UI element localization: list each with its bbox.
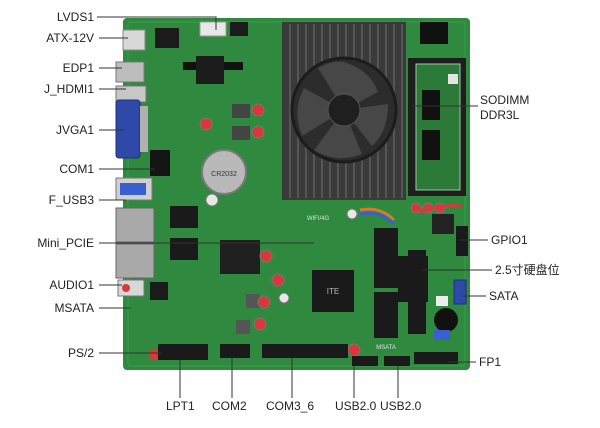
label-edp1: EDP1 [62, 61, 94, 75]
label-atx-12v: ATX-12V [46, 31, 94, 45]
label-com3-6: COM3_6 [266, 399, 315, 413]
msata-silkscreen: MSATA [376, 345, 396, 351]
label-lpt1: LPT1 [166, 399, 195, 413]
label-f-usb3: F_USB3 [48, 193, 94, 207]
gpio-header [456, 226, 468, 256]
atx-12v-connector [122, 29, 146, 51]
usb2-header-1 [352, 356, 378, 366]
label-lvds1: LVDS1 [56, 10, 94, 24]
label-usb2-2: USB2.0 [380, 399, 422, 413]
audio-connector [117, 279, 145, 297]
lvds-connector [199, 21, 227, 37]
msata-slot [374, 292, 398, 338]
label-com2: COM2 [212, 399, 247, 413]
label-msata: MSATA [54, 301, 94, 315]
lpt-header [158, 344, 208, 360]
fan-cable [359, 207, 396, 222]
label-sodimm: SODIMM [480, 93, 530, 107]
hdd-connector [408, 250, 426, 334]
label-fp1: FP1 [479, 355, 502, 369]
edp-connector [115, 61, 145, 83]
label-com1: COM1 [59, 162, 94, 176]
wifi-silkscreen: WIFI/4G [307, 216, 330, 222]
battery-text: CR2032 [211, 171, 237, 178]
label-j-hdmi1: J_HDMI1 [43, 82, 94, 96]
cmos-battery [201, 149, 247, 195]
lan-connector-1 [115, 207, 155, 243]
mini-pcie-slot [374, 228, 398, 288]
usb2-header-2 [384, 356, 410, 366]
label-mini-pcie: Mini_PCIE [37, 236, 94, 250]
lan-connector-2 [115, 243, 155, 279]
com1-connector [150, 150, 170, 176]
fp-header [414, 352, 458, 364]
label-gpio1: GPIO1 [491, 233, 528, 247]
sata-connector [453, 279, 467, 305]
vga-connector [115, 99, 141, 159]
ite-chip [312, 270, 354, 312]
label-ps2: PS/2 [67, 346, 94, 360]
label-hdd-bay: 2.5寸硬盘位 [495, 263, 560, 277]
label-usb2-1: USB2.0 [335, 399, 377, 413]
com2-header [220, 344, 250, 358]
label-jvga1: JVGA1 [55, 123, 94, 137]
label-ddr3l: DDR3L [480, 108, 520, 122]
ite-chip-label: ITE [327, 287, 339, 296]
com3-6-header [262, 344, 348, 358]
label-audio1: AUDIO1 [49, 278, 94, 292]
capacitors [199, 103, 446, 357]
label-sata: SATA [489, 289, 519, 303]
leader-lines [97, 16, 492, 398]
